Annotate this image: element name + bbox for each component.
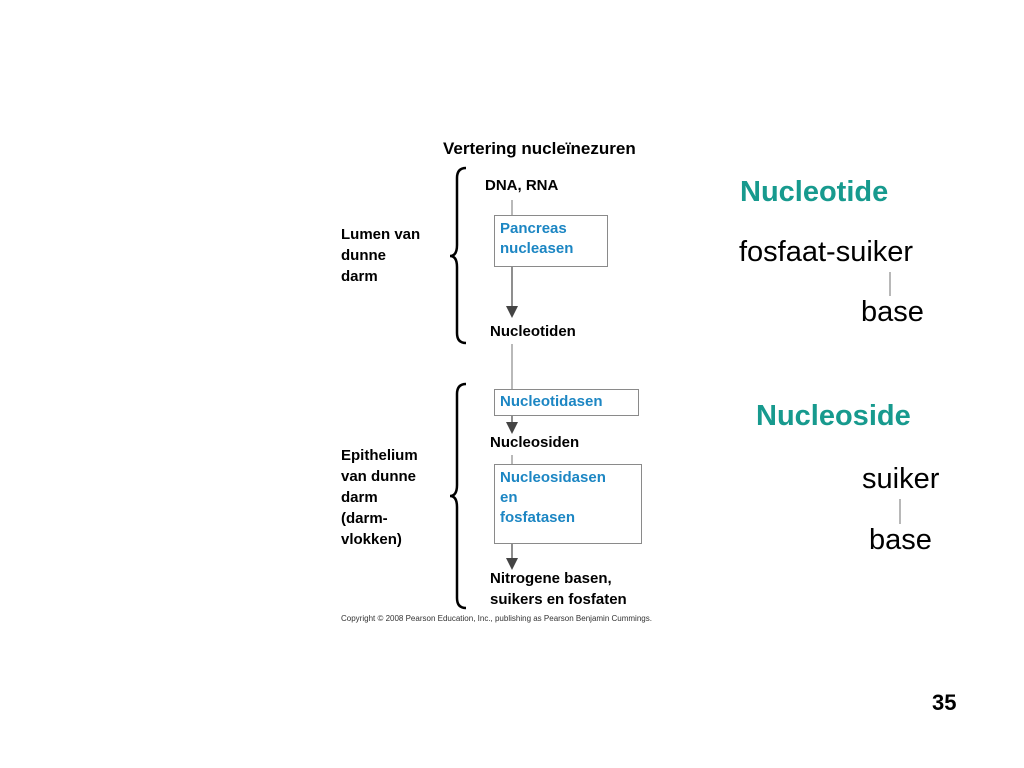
nucleoside-sugar: suiker	[862, 463, 940, 495]
lumen-brace	[449, 166, 467, 345]
enzyme-line: Nucleotidasen	[500, 393, 603, 410]
lumen-label: Lumen van dunne darm	[341, 226, 421, 285]
nucleoside-heading: Nucleoside	[756, 400, 911, 432]
diagram-title: Vertering nucleïnezuren	[443, 139, 636, 158]
epithelium-brace	[449, 382, 467, 610]
enzyme-box-nucleosidasen-fosfatasen: Nucleosidasen en fosfatasen	[494, 464, 642, 544]
substrate-node: DNA, RNA	[485, 177, 559, 194]
copyright-notice: Copyright © 2008 Pearson Education, Inc.…	[341, 614, 652, 623]
nucleotiden-node: Nucleotiden	[490, 323, 576, 340]
nucleotide-heading: Nucleotide	[740, 176, 889, 208]
final-products-line: suikers en fosfaten	[490, 591, 627, 608]
enzyme-line: Pancreas	[500, 220, 567, 237]
enzyme-line: nucleasen	[500, 240, 574, 257]
nucleosiden-node: Nucleosiden	[490, 434, 580, 451]
epithelium-label: Epithelium van dunne darm (darm- vlokken…	[341, 447, 418, 548]
enzyme-line: fosfatasen	[500, 509, 576, 526]
final-products-node: Nitrogene basen, suikers en fosfaten	[490, 568, 627, 610]
final-products-line: Nitrogene basen,	[490, 570, 612, 587]
slide-number: 35	[932, 690, 957, 715]
nucleotide-base: base	[861, 296, 924, 328]
enzyme-box-pancreas-nucleasen: Pancreas nucleasen	[494, 215, 608, 267]
enzyme-line: Nucleosidasen	[500, 469, 606, 486]
nucleoside-base: base	[869, 524, 932, 556]
nucleotide-sugar-phosphate: fosfaat-suiker	[739, 236, 914, 268]
enzyme-line: en	[500, 489, 518, 506]
enzyme-box-nucleotidasen: Nucleotidasen	[494, 389, 639, 416]
